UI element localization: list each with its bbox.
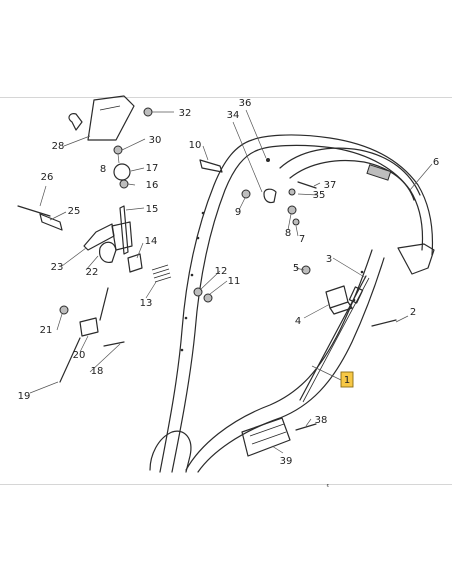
- screw-2: [371, 319, 397, 327]
- screw-37: [297, 181, 317, 189]
- callout-23[interactable]: 23: [51, 262, 64, 273]
- callout-2[interactable]: 2: [410, 307, 416, 318]
- cable-19: [59, 337, 81, 383]
- callout-11[interactable]: 11: [228, 276, 241, 287]
- screw-36: [266, 158, 270, 162]
- pin: [39, 213, 63, 231]
- callout-6[interactable]: 6: [433, 157, 439, 168]
- cable-spring: [99, 287, 109, 321]
- nut-32: [143, 107, 153, 117]
- screw-38: [295, 423, 317, 431]
- callout-36[interactable]: 36: [239, 98, 252, 109]
- callout-10[interactable]: 10: [189, 140, 202, 151]
- washer-8b: [287, 205, 297, 215]
- callout-14[interactable]: 14: [145, 236, 158, 247]
- upper-handle-bar: [251, 134, 435, 275]
- control-rod: [299, 275, 367, 401]
- nut-7: [292, 218, 300, 226]
- nut-21: [59, 305, 69, 315]
- washer-30: [113, 145, 123, 155]
- callout-26[interactable]: 26: [41, 172, 54, 183]
- mounting-bracket: [68, 95, 135, 141]
- callout-12[interactable]: 12: [215, 266, 228, 277]
- callout-3[interactable]: 3: [326, 254, 332, 265]
- callout-17[interactable]: 17: [146, 163, 159, 174]
- callout-4[interactable]: 4: [295, 316, 301, 327]
- rod-clip: [348, 286, 364, 304]
- callout-9[interactable]: 9: [235, 207, 241, 218]
- screw-18: [103, 341, 125, 347]
- callout-13[interactable]: 13: [140, 298, 153, 309]
- callout-16[interactable]: 16: [146, 180, 159, 191]
- cable-clamp-20: [79, 317, 99, 337]
- knob-17: [113, 163, 131, 181]
- callout-37[interactable]: 37: [324, 180, 337, 191]
- nut-5: [301, 265, 311, 275]
- callout-18[interactable]: 18: [91, 366, 104, 377]
- corner-mark: ᵋ: [327, 482, 330, 491]
- spring: [151, 264, 172, 283]
- long-bolt: [17, 205, 51, 217]
- callout-7[interactable]: 7: [299, 234, 305, 245]
- callout-1[interactable]: 1: [340, 371, 354, 388]
- callout-28[interactable]: 28: [52, 141, 65, 152]
- callout-39[interactable]: 39: [280, 456, 293, 467]
- callout-8b[interactable]: 8: [285, 228, 291, 239]
- frame-hole: [196, 236, 200, 240]
- callout-1-label: 1: [344, 375, 350, 386]
- frame-hole: [190, 273, 194, 277]
- top-divider: [0, 97, 452, 98]
- cable-bracket: [325, 285, 353, 315]
- clip-34: [263, 188, 277, 204]
- handle-label-plate: [366, 164, 392, 181]
- callout-8a[interactable]: 8: [100, 164, 106, 175]
- washer-16: [119, 179, 129, 189]
- nut-35: [288, 188, 296, 196]
- callout-32[interactable]: 32: [179, 108, 192, 119]
- frame-hole: [201, 211, 205, 215]
- callout-34[interactable]: 34: [227, 110, 240, 121]
- callout-15[interactable]: 15: [146, 204, 159, 215]
- frame-hole: [184, 316, 188, 320]
- callout-35[interactable]: 35: [313, 190, 326, 201]
- callout-38[interactable]: 38: [315, 415, 328, 426]
- callout-5[interactable]: 5: [293, 263, 299, 274]
- callout-25[interactable]: 25: [68, 206, 81, 217]
- frame-hole: [180, 348, 184, 352]
- bottom-divider: [0, 484, 452, 485]
- callout-19[interactable]: 19: [18, 391, 31, 402]
- shield-plate: [241, 417, 291, 457]
- nut-11: [203, 293, 213, 303]
- callout-30[interactable]: 30: [149, 135, 162, 146]
- frame-hole: [360, 270, 364, 274]
- lower-handle-frame: [149, 139, 385, 473]
- callout-1-box: [340, 371, 354, 388]
- callout-22[interactable]: 22: [86, 267, 99, 278]
- lever-assembly: [83, 205, 143, 273]
- callout-21[interactable]: 21: [40, 325, 53, 336]
- leader-lines: [29, 109, 433, 454]
- screw-10: [199, 159, 223, 173]
- callout-20[interactable]: 20: [73, 350, 86, 361]
- nut-9: [241, 189, 251, 199]
